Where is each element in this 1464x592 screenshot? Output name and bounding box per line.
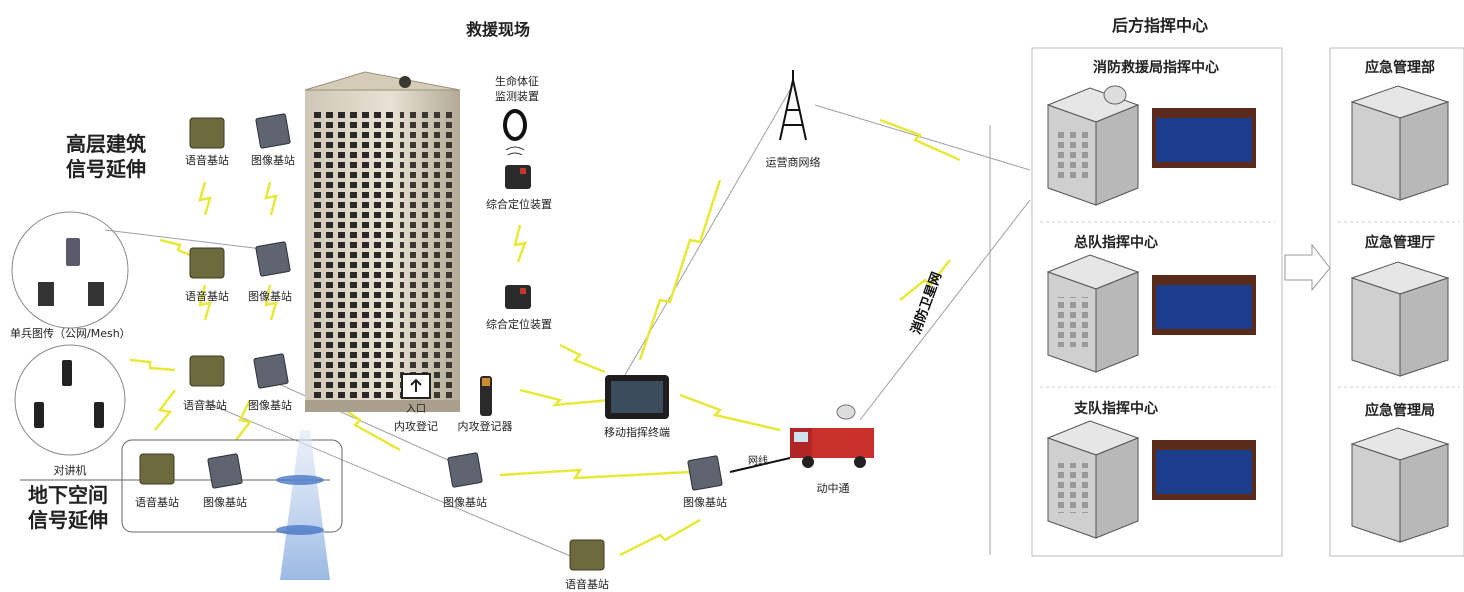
image-base-label: 图像基站 (248, 399, 292, 412)
walkie-icon (34, 402, 44, 428)
walkie-label: 对讲机 (53, 464, 87, 477)
entry-arrow-icon (410, 378, 422, 392)
voice-base-label: 语音基站 (185, 154, 229, 167)
image-base-label: 图像基站 (251, 154, 295, 167)
carrier-label: 运营商网络 (765, 156, 821, 169)
underground-title-line2: 信号延伸 (28, 508, 108, 532)
walkie-icon (62, 360, 72, 386)
underground-title-line1: 地下空间 (28, 483, 108, 507)
emergency-building-icons (1350, 85, 1450, 543)
highrise-title-line1: 高层建筑 (66, 132, 146, 156)
entry-device-label: 内攻登记器 (457, 420, 513, 433)
voice-base-label: 语音基站 (135, 496, 179, 509)
signal-beam (280, 430, 330, 580)
entry-mark-label: 入口 (406, 404, 426, 415)
locator-icon (505, 165, 531, 189)
scene-header: 救援现场 (465, 20, 531, 39)
command-header: 后方指挥中心 (1111, 16, 1209, 35)
walkie-circle (14, 344, 126, 456)
voice-base-label: 语音基站 (565, 578, 609, 591)
wave-icon (505, 146, 525, 156)
handset-icon (66, 238, 80, 266)
mobile-terminal-label: 移动指挥终端 (604, 426, 670, 439)
vital-label-line1: 生命体征 (495, 75, 539, 88)
signal-ring (276, 475, 324, 485)
highrise-title-line2: 信号延伸 (66, 157, 146, 181)
locator-led (520, 168, 526, 174)
highrise-building (304, 71, 461, 412)
locator-label: 综合定位装置 (486, 318, 552, 331)
office-building-icons (1046, 87, 1140, 539)
wired-line (729, 457, 791, 473)
image-base-label: 图像基站 (248, 290, 292, 303)
fire-bureau-center-label: 消防救援局指挥中心 (1093, 60, 1219, 76)
image-base-label: 图像基站 (443, 496, 487, 509)
emergency-bureau-label: 应急管理局 (1365, 403, 1435, 419)
wireless-links (129, 118, 961, 557)
transmitter-icon (38, 282, 54, 306)
locator-icon (505, 285, 531, 309)
individual-label: 单兵图传（公网/Mesh） (10, 327, 131, 340)
locator-label: 综合定位装置 (486, 198, 552, 211)
transmitter-icon (88, 282, 104, 306)
satellite-dish-icon (1103, 85, 1127, 105)
locator-led (520, 288, 526, 294)
entry-register-label: 内攻登记 (394, 420, 438, 433)
image-base-station-icons (207, 113, 723, 491)
signal-ring (276, 525, 324, 535)
vital-label-line2: 监测装置 (495, 90, 539, 103)
voice-base-label: 语音基站 (183, 399, 227, 412)
connection-lines (20, 89, 1031, 561)
video-wall-icons (1152, 108, 1256, 500)
individual-circle (11, 211, 129, 329)
wired-label: 网线 (748, 456, 768, 467)
corps-center-label: 总队指挥中心 (1074, 235, 1158, 251)
emergency-ministry-label: 应急管理部 (1365, 60, 1435, 76)
image-base-label: 图像基站 (203, 496, 247, 509)
walkie-icon (94, 402, 104, 428)
cell-tower-icon (779, 70, 807, 141)
wristband-icon (503, 109, 527, 141)
hollow-arrow-icon (1284, 243, 1331, 292)
tablet-screen (611, 381, 663, 413)
entry-device-screen (482, 378, 490, 386)
image-base-label: 图像基站 (683, 496, 727, 509)
vehicle-label: 动中通 (816, 482, 850, 495)
voice-base-station-icons (139, 117, 605, 571)
fire-truck-icon (790, 404, 874, 468)
voice-base-label: 语音基站 (185, 290, 229, 303)
detachment-center-label: 支队指挥中心 (1074, 401, 1158, 417)
emergency-department-label: 应急管理厅 (1365, 235, 1435, 251)
underground-box (121, 439, 343, 533)
